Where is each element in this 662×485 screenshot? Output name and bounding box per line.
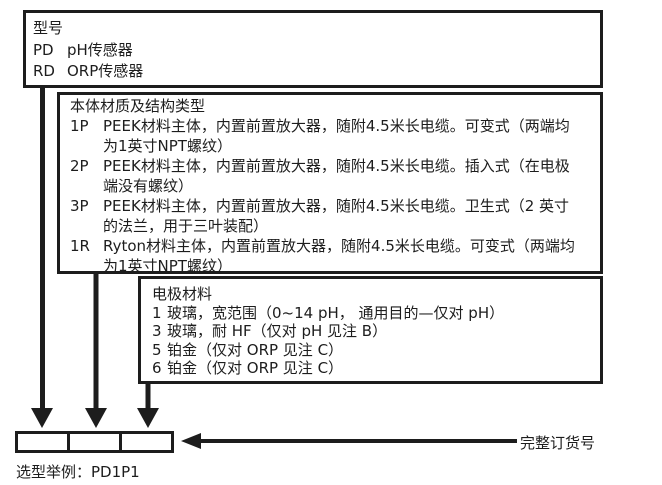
body-item: 1R Ryton材料主体，内置前置放大器，随附4.5米长电缆。可变式（两端均为1…: [70, 236, 592, 276]
electrode-item-desc: 铂金（仅对 ORP 见注 C）: [167, 340, 344, 359]
body-material-box: 本体材质及结构类型 1P PEEK材料主体，内置前置放大器，随附4.5米长电缆。…: [57, 92, 603, 276]
electrode-item-code: 3: [152, 322, 162, 340]
model-item: PD pH传感器: [33, 40, 592, 62]
body-item: 1P PEEK材料主体，内置前置放大器，随附4.5米长电缆。可变式（两端均为1英…: [70, 116, 592, 156]
body-item-line2: 的法兰，用于三叶装配）: [103, 217, 269, 235]
body-item-code: 1P: [70, 117, 89, 135]
body-item-line1: PEEK材料主体，内置前置放大器，随附4.5米长电缆。卫生式（2 英寸: [103, 197, 570, 215]
model-box: 型号 PD pH传感器 RD ORP传感器: [23, 10, 603, 88]
arrow-left-order-icon: [181, 433, 517, 449]
electrode-box-title: 电极材料: [152, 285, 213, 303]
electrode-item-desc: 玻璃，宽范围（0~14 pH， 通用目的—仅对 pH）: [167, 303, 505, 322]
arrow-down-model-icon: [31, 86, 53, 428]
body-item: 2P PEEK材料主体，内置前置放大器，随附4.5米长电缆。插入式（在电极端没有…: [70, 156, 592, 196]
electrode-item-code: 5: [152, 340, 162, 359]
selection-example-label: 选型举例：PD1P1: [16, 463, 140, 481]
model-item-code: RD: [33, 62, 55, 80]
body-item-desc: PEEK材料主体，内置前置放大器，随附4.5米长电缆。卫生式（2 英寸的法兰，用…: [103, 196, 592, 236]
complete-order-number-label: 完整订货号: [520, 434, 596, 452]
electrode-item: 3 玻璃，耐 HF（仅对 pH 见注 B）: [152, 322, 592, 341]
body-item-line1: PEEK材料主体，内置前置放大器，随附4.5米长电缆。可变式（两端均: [103, 117, 570, 135]
body-item-desc: PEEK材料主体，内置前置放大器，随附4.5米长电缆。可变式（两端均为1英寸NP…: [103, 116, 592, 156]
body-item-desc: Ryton材料主体，内置前置放大器，随附4.5米长电缆。可变式（两端均为1英寸N…: [103, 236, 592, 276]
electrode-item: 1 玻璃，宽范围（0~14 pH， 通用目的—仅对 pH）: [152, 304, 592, 323]
electrode-item-desc: 玻璃，耐 HF（仅对 pH 见注 B）: [167, 322, 388, 340]
model-item: RD ORP传感器: [33, 61, 592, 83]
body-item-code: 2P: [70, 157, 89, 175]
model-item-code: PD: [33, 40, 54, 59]
electrode-item-code: 6: [152, 359, 162, 377]
electrode-material-box: 电极材料 1 玻璃，宽范围（0~14 pH， 通用目的—仅对 pH） 3 玻璃，…: [138, 276, 603, 384]
body-item-line1: PEEK材料主体，内置前置放大器，随附4.5米长电缆。插入式（在电极: [103, 157, 570, 175]
arrow-down-body-icon: [85, 271, 107, 428]
body-box-title: 本体材质及结构类型: [70, 97, 206, 115]
order-code-cell: [70, 434, 122, 450]
electrode-item-code: 1: [152, 303, 162, 322]
electrode-item: 5 铂金（仅对 ORP 见注 C）: [152, 341, 592, 360]
body-item-line2: 端没有螺纹）: [103, 177, 194, 195]
body-item: 3P PEEK材料主体，内置前置放大器，随附4.5米长电缆。卫生式（2 英寸的法…: [70, 196, 592, 236]
model-item-desc: pH传感器: [67, 40, 133, 59]
body-item-desc: PEEK材料主体，内置前置放大器，随附4.5米长电缆。插入式（在电极端没有螺纹）: [103, 156, 592, 196]
body-item-line2: 为1英寸NPT螺纹）: [103, 257, 232, 275]
body-item-line1: Ryton材料主体，内置前置放大器，随附4.5米长电缆。可变式（两端均: [103, 237, 575, 255]
model-item-desc: ORP传感器: [67, 62, 144, 80]
electrode-item-desc: 铂金（仅对 ORP 见注 C）: [167, 359, 344, 377]
order-code-cell: [18, 434, 70, 450]
body-item-code: 1R: [70, 237, 90, 255]
order-code-cell: [122, 434, 171, 450]
body-item-line2: 为1英寸NPT螺纹）: [103, 137, 232, 155]
electrode-item: 6 铂金（仅对 ORP 见注 C）: [152, 359, 592, 378]
model-box-title: 型号: [33, 19, 64, 37]
order-code-cells: [15, 431, 174, 453]
body-item-code: 3P: [70, 197, 89, 215]
arrow-down-electrode-icon: [137, 383, 159, 428]
